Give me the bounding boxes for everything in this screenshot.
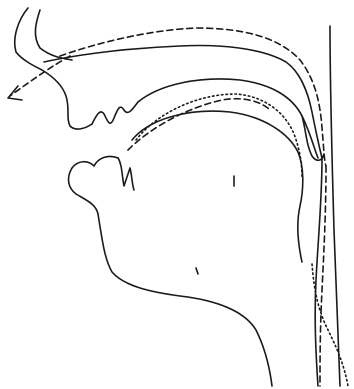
nose-upper-lip-outline: [15, 8, 92, 129]
nasal-airflow-arrow: [10, 56, 70, 96]
nasal-floor-outline: [44, 46, 322, 158]
lower-teeth-outline: [118, 158, 134, 190]
dotted-tongue-contour: [136, 94, 302, 178]
lower-lip-outline: [69, 156, 118, 214]
tongue-outline: [132, 111, 303, 262]
pharynx-front-wall: [315, 158, 322, 386]
jaw-mark: [196, 268, 198, 274]
dashed-tongue-contour: [128, 99, 270, 150]
nasal-cavity-front-outline: [35, 10, 72, 60]
upper-teeth-outline: [92, 102, 138, 124]
chin-neck-outline: [98, 214, 272, 386]
pharynx-back-wall: [330, 26, 340, 386]
